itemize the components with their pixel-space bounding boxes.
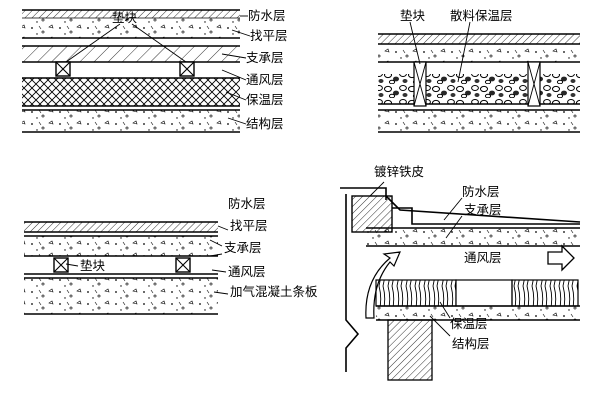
label-ventilation: 通风层 xyxy=(246,72,284,87)
pad-block-left xyxy=(53,257,69,273)
label-insulation: 保温层 xyxy=(246,92,284,107)
label-leveling: 找平层 xyxy=(250,28,288,43)
label-support: 支承层 xyxy=(224,240,262,255)
insulation-layer xyxy=(22,78,240,106)
waterproof-layer xyxy=(22,10,240,18)
structural-layer xyxy=(376,306,580,320)
aerated-concrete-slab xyxy=(24,278,218,314)
label-leveling: 找平层 xyxy=(230,218,268,233)
pad-block-right xyxy=(179,61,195,77)
support-wall xyxy=(387,319,433,381)
label-waterproof: 防水层 xyxy=(228,196,266,211)
pad-block-left xyxy=(55,61,71,77)
insulation-layer xyxy=(375,279,457,307)
waterproof-layer xyxy=(24,222,218,232)
panel-b: 垫块 散料保温层 xyxy=(378,8,580,133)
support-layer xyxy=(378,48,580,62)
support-layer xyxy=(22,46,240,62)
label-loose-insulation: 散料保温层 xyxy=(450,8,513,23)
label-ventilation: 通风层 xyxy=(228,264,266,279)
parapet-cap xyxy=(351,195,393,233)
panel-c: 防水层 找平层 支承层 垫块 通风层 加气混凝土条板 xyxy=(24,196,318,315)
structural-layer xyxy=(378,110,580,132)
panel-d: 镀锌铁皮 防水层 支承层 通风层 保温层 结构层 xyxy=(340,164,581,381)
label-insulation: 保温层 xyxy=(450,316,488,331)
label-pad: 垫块 xyxy=(400,8,426,23)
label-pad: 垫块 xyxy=(112,10,138,25)
label-ventilation: 通风层 xyxy=(464,250,502,265)
label-structural: 结构层 xyxy=(452,336,490,351)
label-structural: 结构层 xyxy=(246,116,284,131)
label-pad: 垫块 xyxy=(80,258,106,273)
airflow-inlet-arrow xyxy=(365,251,401,319)
label-waterproof: 防水层 xyxy=(462,184,500,199)
galvanized-flashing xyxy=(340,187,581,223)
label-support: 支承层 xyxy=(464,202,502,217)
support-layer xyxy=(366,228,580,246)
panel-a: 垫块 防水层 找平层 支承层 通风层 保温层 结构层 xyxy=(22,8,288,133)
label-slab: 加气混凝土条板 xyxy=(230,284,318,299)
loose-insulation-layer xyxy=(378,74,580,104)
label-waterproof: 防水层 xyxy=(248,8,286,23)
leveling-layer xyxy=(22,18,240,38)
label-support: 支承层 xyxy=(246,50,284,65)
structural-layer xyxy=(22,110,240,132)
waterproof-layer xyxy=(378,34,580,44)
pad-block-right xyxy=(175,257,191,273)
airflow-outlet-arrow xyxy=(547,244,575,272)
support-layer xyxy=(24,236,218,256)
label-flashing: 镀锌铁皮 xyxy=(374,164,424,179)
